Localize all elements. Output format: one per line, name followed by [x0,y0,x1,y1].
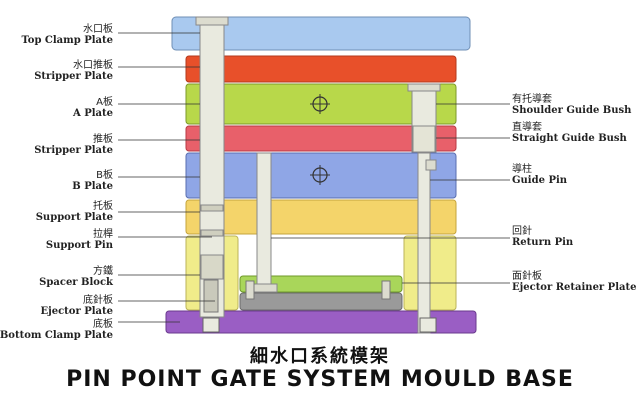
label-zh: 水口板 [83,24,113,35]
label-b-plate: B板 B Plate [72,170,113,192]
label-zh: A板 [96,97,113,108]
title-chinese: 細水口系統模架 [250,346,390,367]
label-zh: 托板 [93,201,113,212]
ejector-retainer-plate [239,275,403,293]
label-shoulder-guide-bush: 有托導套 Shoulder Guide Bush [512,94,631,116]
label-zh: 方鐵 [93,266,113,277]
right-leader-lines [271,103,510,284]
label-support-pin: 拉桿 Support Pin [46,229,113,251]
bottom-bolt-left [202,317,220,333]
label-en: Top Clamp Plate [21,35,113,46]
support-pin-collar [200,204,224,212]
label-runner-stripper-plate: 水口推板 Stripper Plate [34,60,113,82]
label-zh: 底針板 [83,295,113,306]
a-plate-sprue-marker [310,94,330,114]
label-en: Shoulder Guide Bush [512,105,632,116]
label-en: Support Plate [35,212,113,223]
label-ejector-plate: 底針板 Ejector Plate [40,295,113,317]
label-bottom-clamp-plate: 底板 Bottom Clamp Plate [0,319,113,341]
return-pin-head [250,283,278,293]
label-stripper-plate: 推板 Stripper Plate [34,134,113,156]
label-en: A Plate [72,108,113,119]
label-top-clamp-plate: 水口板 Top Clamp Plate [21,24,113,46]
label-zh: 有托導套 [512,94,552,105]
ejector-bolt [245,280,255,300]
label-spacer-block: 方鐵 Spacer Block [39,266,113,288]
support-pin-end [200,254,224,280]
label-a-plate: A板 A Plate [73,97,113,119]
label-zh: 回針 [512,226,532,237]
ejector-bolt [381,280,391,300]
shoulder-guide-bush-head [407,83,441,92]
label-ejector-retainer-plate: 面針板 Ejector Retainer Plate [512,271,636,293]
label-zh: 導柱 [512,164,532,175]
label-zh: 直導套 [512,122,542,133]
label-guide-pin: 導柱 Guide Pin [512,164,567,186]
return-pin [256,152,272,292]
label-support-plate: 托板 Support Plate [36,201,113,223]
label-en: Spacer Block [39,277,113,288]
label-straight-guide-bush: 直導套 Straight Guide Bush [512,122,627,144]
label-en: B Plate [72,181,113,192]
stripper-plate [185,125,457,152]
top-clamp-plate [171,16,471,51]
label-zh: 水口推板 [73,60,113,71]
label-en: Support Pin [45,240,113,251]
label-zh: B板 [96,170,113,181]
label-en: Ejector Plate [40,306,113,317]
bottom-bolt-right [419,317,437,333]
support-pin-collar [200,229,224,237]
straight-guide-bush [412,125,436,153]
label-en: Stripper Plate [34,145,113,156]
label-zh: 面針板 [512,271,542,282]
support-plate [185,199,457,235]
runner-stripper-plate [185,55,457,83]
guide-pin [417,152,431,334]
label-zh: 拉桿 [93,229,113,240]
label-en: Stripper Plate [34,71,113,82]
support-pin-bolt [203,279,219,313]
guide-pin-collar [425,159,437,171]
label-zh: 底板 [93,319,113,330]
label-zh: 推板 [93,134,113,145]
label-en: Guide Pin [512,175,568,186]
label-return-pin: 回針 Return Pin [512,226,573,248]
label-en: Ejector Retainer Plate [512,282,637,293]
left-leader-lines [118,32,215,323]
title-english: PIN POINT GATE SYSTEM MOULD BASE [66,367,574,392]
ejector-plate [239,292,403,311]
b-plate-sprue-marker [310,165,330,185]
support-pin-head [195,16,229,26]
label-en: Bottom Clamp Plate [0,330,113,341]
label-en: Return Pin [512,237,574,248]
label-en: Straight Guide Bush [512,133,627,144]
